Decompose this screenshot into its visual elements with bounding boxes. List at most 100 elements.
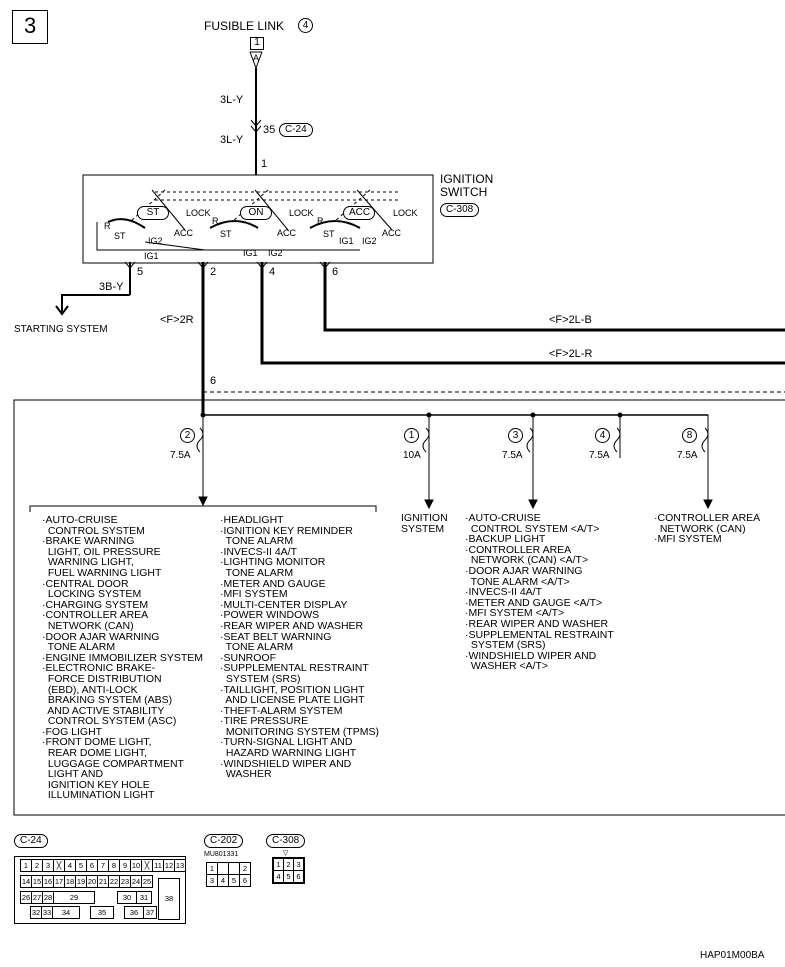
wire-f2lb: <F>2L-B	[549, 314, 592, 326]
c24-pin: 36	[124, 906, 144, 919]
c24-blank-pin: ╳	[141, 859, 153, 872]
c24-pin: 20	[86, 875, 98, 888]
c24-pin: 4	[64, 859, 76, 872]
pin-5: 5	[137, 266, 144, 278]
c24-pin: 26	[20, 891, 32, 904]
switch-ig1-1: IG1	[144, 251, 159, 261]
load-list-col4: ·CONTROLLER AREA NETWORK (CAN) ·MFI SYST…	[654, 512, 761, 546]
fusible-link-letter: A	[253, 53, 260, 63]
c308-connector-face: 1 2 3 4 5 6	[272, 857, 305, 884]
c24-pin: 28	[42, 891, 54, 904]
c202-pin: 3	[206, 874, 218, 887]
c24-connector-face	[14, 856, 186, 924]
c202-pin: 5	[228, 874, 240, 887]
figure-code: HAP01M00BA	[700, 950, 765, 961]
switch-position-on: ON	[240, 206, 272, 220]
junction-6: 6	[210, 375, 217, 387]
switch-acc-3: ACC	[382, 228, 402, 238]
c308-pin: 6	[293, 870, 305, 884]
c202-pin: 1	[206, 862, 218, 875]
switch-r-3: R	[317, 216, 324, 226]
c24-view-tag: C-24	[14, 834, 48, 848]
c24-pin: 24	[130, 875, 142, 888]
fuse-3-number: 3	[508, 428, 523, 443]
c24-pin: 29	[53, 891, 95, 904]
c24-pin: 21	[97, 875, 109, 888]
load-list-col1: ·AUTO-CRUISE CONTROL SYSTEM ·BRAKE WARNI…	[42, 514, 204, 802]
switch-acc-2: ACC	[277, 228, 297, 238]
switch-position-st: ST	[137, 206, 169, 220]
fusible-link-number: 4	[298, 18, 313, 33]
switch-r-1: R	[104, 221, 111, 231]
wire-3ly-lower: 3L-Y	[220, 134, 244, 146]
load-list-ignition: IGNITION SYSTEM	[401, 512, 448, 535]
c24-pin: 25	[141, 875, 153, 888]
c24-pin: 27	[31, 891, 43, 904]
pin-2: 2	[210, 266, 217, 278]
c24-pin: 18	[64, 875, 76, 888]
node-1: 1	[261, 158, 268, 170]
c24-row-1: 1 2 3 ╳ 4 5 6 7 8 9 10 ╳ 11 12 13	[20, 859, 186, 872]
fuse-8-number: 8	[682, 428, 697, 443]
c308-connector-tag: C-308	[440, 203, 480, 217]
c24-pin: 5	[75, 859, 87, 872]
fuse-4-number: 4	[595, 428, 610, 443]
c308-pin: 3	[293, 857, 305, 871]
fusible-link-terminal: 1	[250, 37, 264, 50]
c24-pin: 15	[31, 875, 43, 888]
fuse-3-rating: 7.5A	[502, 450, 523, 461]
switch-ig1-2: IG1	[243, 248, 258, 258]
c24-pin: 17	[53, 875, 65, 888]
switch-ig2-3: IG2	[362, 236, 377, 246]
c308-pin: 2	[283, 857, 294, 871]
c24-pin: 23	[119, 875, 131, 888]
pin-4: 4	[269, 266, 276, 278]
ignition-switch-title: IGNITION	[440, 172, 494, 186]
c24-pin: 22	[108, 875, 120, 888]
c24-connector-tag: C-24	[279, 123, 313, 137]
c24-pin: 37	[143, 906, 157, 919]
page-number: 3	[24, 13, 37, 38]
starting-system-label: STARTING SYSTEM	[14, 324, 108, 335]
c24-pin: 13	[174, 859, 186, 872]
c308-key-mark: ▽	[283, 850, 289, 857]
c24-pin: 7	[97, 859, 109, 872]
page-number-box	[12, 10, 48, 44]
c24-pin: 35	[90, 906, 114, 919]
c24-pin: 10	[130, 859, 142, 872]
switch-lock-1: LOCK	[186, 208, 211, 218]
c308-pin: 1	[272, 857, 284, 871]
fuse-1-rating: 10A	[403, 450, 421, 461]
switch-st-2: ST	[220, 229, 232, 239]
switch-position-acc: ACC	[343, 206, 375, 220]
pin-6: 6	[332, 266, 339, 278]
c24-pin: 33	[41, 906, 53, 919]
c24-pin: 14	[20, 875, 32, 888]
c24-pin: 30	[117, 891, 137, 904]
switch-lock-3: LOCK	[393, 208, 418, 218]
c24-pin: 8	[108, 859, 120, 872]
c202-pin: 6	[239, 874, 251, 887]
c24-row-2: 14 15 16 17 18 19 20 21 22 23 24 25	[20, 875, 153, 888]
c308-pin: 4	[272, 870, 284, 884]
c24-pin: 35	[263, 124, 276, 136]
fusible-link-label: FUSIBLE LINK	[204, 19, 285, 33]
c24-pin: 3	[42, 859, 54, 872]
fuse-2-rating: 7.5A	[170, 450, 191, 461]
switch-r-2: R	[212, 216, 219, 226]
switch-ig2-2: IG2	[268, 248, 283, 258]
fuse-2-number: 2	[180, 428, 195, 443]
c24-pin: 1	[20, 859, 32, 872]
c24-pin: 34	[52, 906, 80, 919]
fuse-8-rating: 7.5A	[677, 450, 698, 461]
c24-pin: 6	[86, 859, 98, 872]
fuse-1-number: 1	[404, 428, 419, 443]
switch-lock-2: LOCK	[289, 208, 314, 218]
c24-pin: 16	[42, 875, 54, 888]
c24-pin: 32	[30, 906, 42, 919]
ignition-switch-title-2: SWITCH	[440, 185, 488, 199]
c24-pin: 9	[119, 859, 131, 872]
c202-pin: 2	[239, 862, 251, 875]
switch-ig1-3: IG1	[339, 236, 354, 246]
